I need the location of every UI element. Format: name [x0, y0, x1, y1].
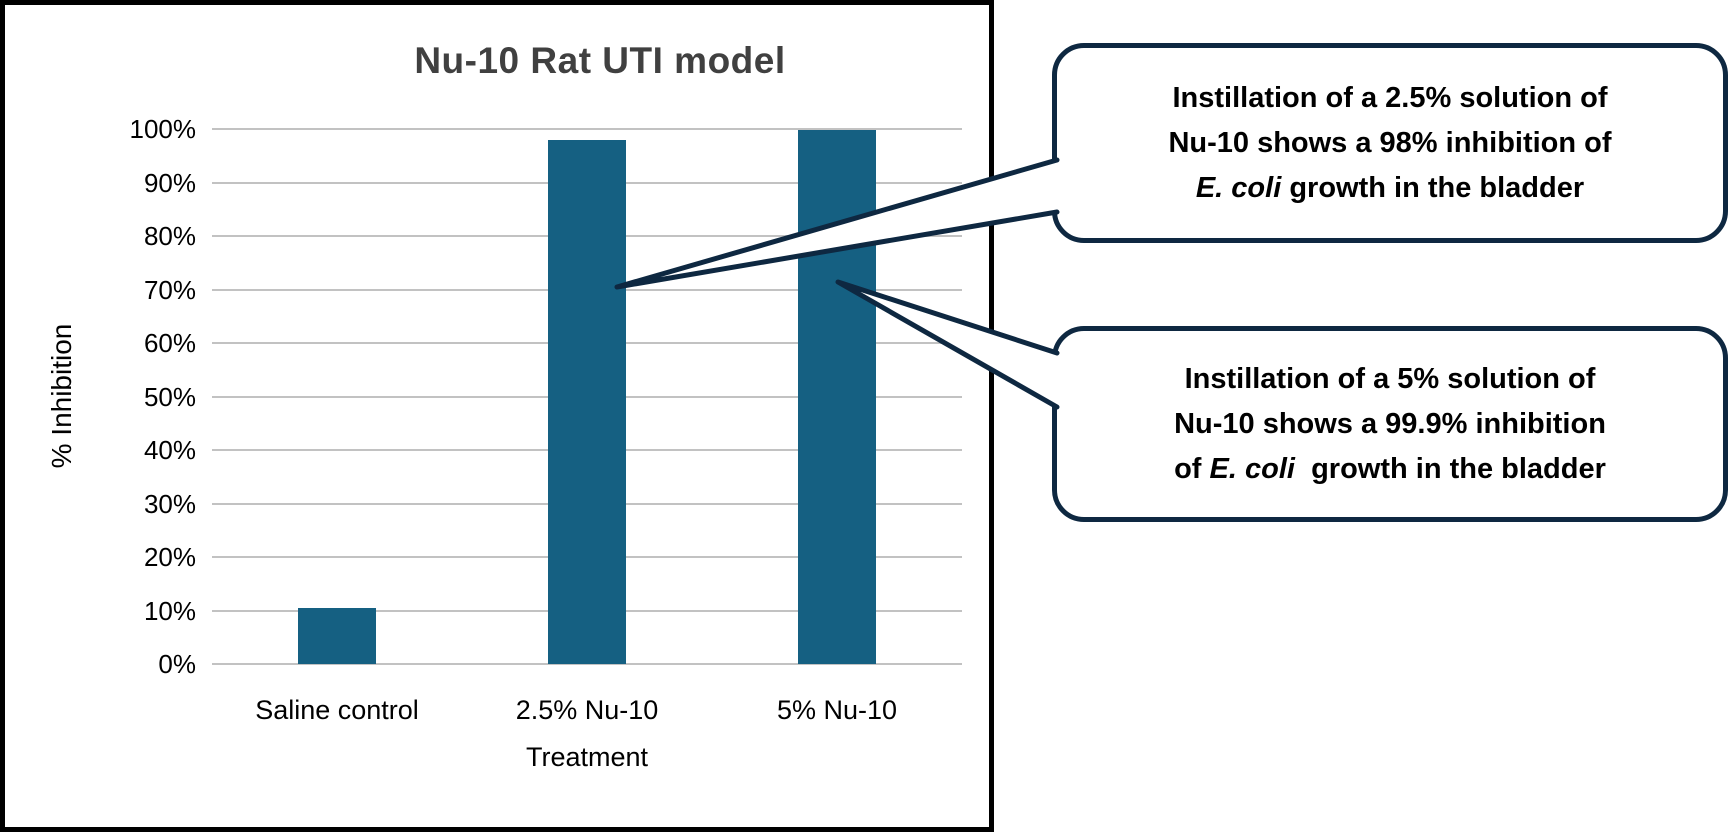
x-tick-label: 2.5% Nu-10: [515, 695, 659, 725]
callout-98-percent: Instillation of a 2.5% solution of Nu-10…: [1052, 43, 1728, 243]
x-tick-label: 5% Nu-10: [776, 695, 898, 725]
y-tick-label: 100%: [129, 114, 197, 144]
y-tick-label: 10%: [143, 595, 196, 626]
e-coli-italic: E. coli: [1195, 171, 1282, 204]
chart-title: Nu-10 Rat UTI model: [414, 40, 786, 81]
y-tick-label: 20%: [143, 542, 196, 572]
y-tick-label: 60%: [143, 328, 196, 358]
y-tick-label: 70%: [143, 274, 196, 305]
y-axis-title: % Inhibition: [46, 323, 77, 469]
y-tick-label: 0%: [158, 649, 196, 679]
callout-line: Instillation of a 5% solution of: [1184, 362, 1596, 395]
gridline: [212, 128, 962, 130]
callout-line: Instillation of a 2.5% solution of: [1172, 81, 1608, 114]
callout-line: of E. coli growth in the bladder: [1174, 452, 1606, 485]
e-coli-italic: E. coli: [1209, 452, 1295, 485]
x-tick-label: Saline control: [255, 695, 419, 725]
bar-saline-control: [298, 607, 376, 664]
bar-2-5-nu-10: [548, 139, 626, 664]
callout-line: E. coli growth in the bladder: [1195, 171, 1585, 204]
bar-5-nu-10: [798, 129, 876, 664]
x-axis-title: Treatment: [525, 742, 649, 772]
callout-line: Nu-10 shows a 99.9% inhibition: [1174, 407, 1606, 440]
y-tick-label: 90%: [143, 167, 196, 198]
y-tick-label: 30%: [143, 488, 196, 519]
y-tick-label: 40%: [143, 435, 196, 465]
y-tick-label: 50%: [143, 381, 196, 412]
gridline: [212, 663, 962, 665]
callout-99-9-percent: Instillation of a 5% solution of Nu-10 s…: [1052, 326, 1728, 522]
y-tick-label: 80%: [143, 221, 196, 251]
callout-line: Nu-10 shows a 98% inhibition of: [1168, 126, 1612, 159]
